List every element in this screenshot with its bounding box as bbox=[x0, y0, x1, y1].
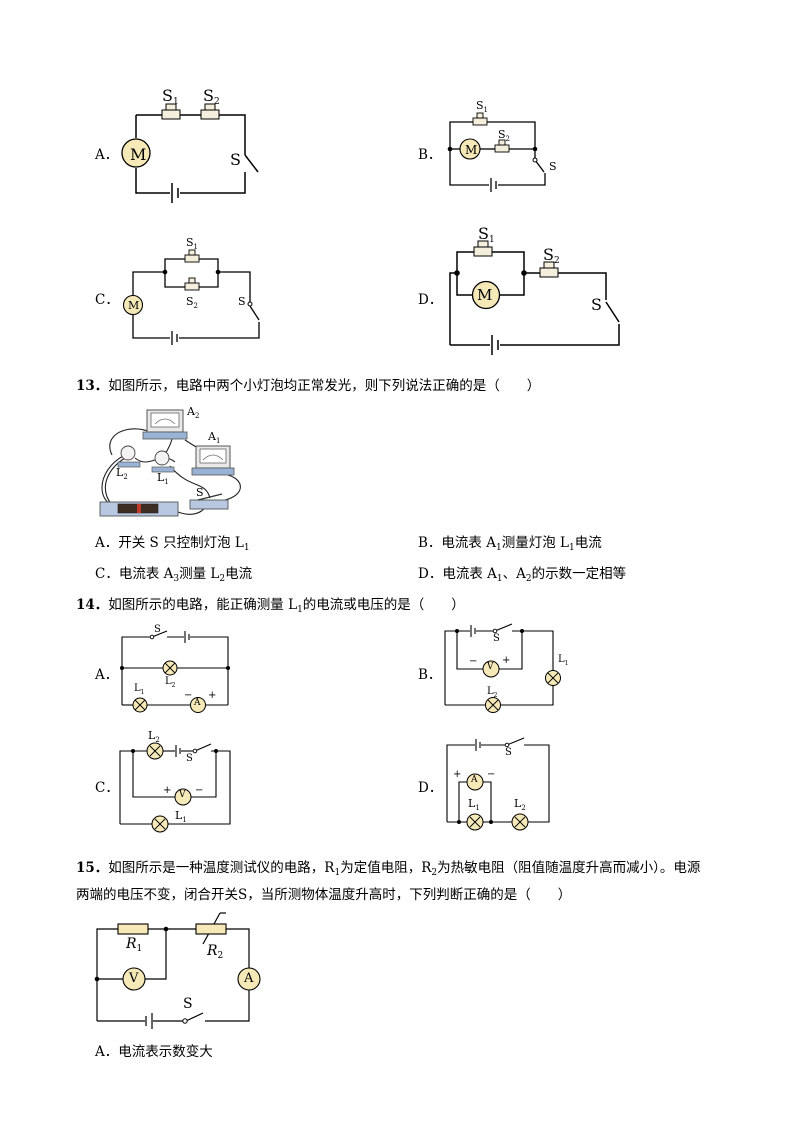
q14d-l2-label: L2 bbox=[514, 797, 526, 812]
q14-option-c-label[interactable]: C． bbox=[95, 780, 119, 796]
q15-stem-line2: 两端的电压不变，闭合开关S，当所测物体温度升高时，下列判断正确的是（ ） bbox=[76, 887, 572, 903]
q14d-plus: + bbox=[453, 769, 462, 780]
q14a-s-label: S bbox=[154, 624, 161, 635]
q14b-s-label: S bbox=[493, 633, 500, 644]
q13-choice-a[interactable]: A．开关 S 只控制灯泡 L1 bbox=[95, 535, 250, 553]
q12-option-c-label[interactable]: C． bbox=[95, 292, 119, 308]
q14c-minus: − bbox=[195, 785, 204, 796]
q12b-s2-label: S2 bbox=[498, 128, 511, 143]
q15-s-label: S bbox=[183, 996, 193, 1012]
q14b-l2-label: L2 bbox=[487, 686, 498, 699]
q14c-l1-label: L1 bbox=[175, 809, 187, 824]
q14-stem: 14．如图所示的电路，能正确测量 L1的电流或电压的是（ ） bbox=[76, 597, 465, 615]
q15-number: 15． bbox=[76, 860, 109, 876]
q13-a1-label: A1 bbox=[208, 430, 221, 445]
q13-choice-d[interactable]: D．电流表 A1、A2的示数一定相等 bbox=[418, 566, 627, 584]
q14d-s-label: S bbox=[505, 747, 512, 758]
q15-ammeter-label: A bbox=[244, 971, 254, 986]
q12d-motor-label: M bbox=[477, 286, 493, 304]
q12a-s-label: S bbox=[230, 150, 241, 169]
q14c-s-label: S bbox=[186, 753, 193, 764]
q14b-plus: + bbox=[502, 655, 511, 666]
q14-option-a-label[interactable]: A． bbox=[95, 667, 119, 683]
q12b-s1-label: S1 bbox=[476, 99, 489, 114]
q13-l2-label: L2 bbox=[116, 466, 128, 481]
q14b-l1-label: L1 bbox=[558, 654, 569, 667]
q14-option-b-label[interactable]: B． bbox=[418, 667, 442, 683]
q15-voltmeter-label: V bbox=[129, 971, 139, 986]
q15-r2-label: R2 bbox=[207, 943, 224, 961]
q12c-s2-label: S2 bbox=[186, 295, 199, 310]
q14a-l1-label: L1 bbox=[134, 683, 145, 696]
q14d-minus: − bbox=[487, 769, 496, 780]
q12-option-a-label[interactable]: A． bbox=[95, 147, 119, 163]
q13-stem: 13．如图所示，电路中两个小灯泡均正常发光，则下列说法正确的是（ ） bbox=[76, 374, 540, 394]
q14c-l2-label: L2 bbox=[148, 729, 160, 744]
q15-choice-a[interactable]: A．电流表示数变大 bbox=[95, 1044, 213, 1060]
q14-number: 14． bbox=[76, 597, 109, 613]
q12c-motor-label: M bbox=[128, 299, 140, 312]
q12d-s1-label: S1 bbox=[478, 224, 495, 245]
q14b-voltmeter-label: V bbox=[487, 662, 494, 672]
q14c-plus: + bbox=[163, 785, 172, 796]
q14b-minus: − bbox=[469, 656, 478, 667]
q12b-motor-label: M bbox=[465, 143, 478, 157]
q12-option-b-label[interactable]: B． bbox=[418, 147, 442, 163]
q12c-s1-label: S1 bbox=[186, 236, 199, 251]
q12d-s-label: S bbox=[591, 295, 602, 314]
q13-s-label: S bbox=[196, 486, 204, 499]
q13-stem-text: 如图所示，电路中两个小灯泡均正常发光，则下列说法正确的是（ ） bbox=[108, 378, 541, 394]
q14a-plus: + bbox=[208, 690, 217, 701]
q12b-s-label: S bbox=[549, 160, 557, 173]
q14a-l2-label: L2 bbox=[165, 676, 176, 689]
q12c-s-label: S bbox=[238, 295, 246, 308]
q15-stem-line1: 15．如图所示是一种温度测试仪的电路，R1为定值电阻，R2为热敏电阻（阻值随温度… bbox=[76, 860, 701, 878]
q14-option-d-label[interactable]: D． bbox=[418, 780, 443, 796]
q13-choice-b[interactable]: B．电流表 A1测量灯泡 L1电流 bbox=[418, 535, 602, 553]
q13-choice-c[interactable]: C．电流表 A3测量 L2电流 bbox=[95, 566, 253, 584]
q12d-s2-label: S2 bbox=[543, 245, 560, 266]
q12a-s1-label: S1 bbox=[162, 86, 179, 107]
q12a-s2-label: S2 bbox=[203, 86, 220, 107]
q14a-ammeter-label: A bbox=[194, 698, 201, 708]
q13-a2-label: A2 bbox=[187, 405, 200, 420]
q14d-l1-label: L1 bbox=[468, 797, 480, 812]
q13-number: 13． bbox=[76, 378, 109, 394]
q14a-minus: − bbox=[184, 690, 193, 701]
q14c-voltmeter-label: V bbox=[179, 790, 186, 800]
q14d-ammeter-label: A bbox=[471, 775, 478, 785]
q12a-motor-label: M bbox=[130, 145, 147, 164]
q13-l1-label: L1 bbox=[157, 471, 169, 486]
q15-r1-label: R1 bbox=[126, 936, 143, 954]
q12-option-d-label[interactable]: D． bbox=[418, 292, 443, 308]
